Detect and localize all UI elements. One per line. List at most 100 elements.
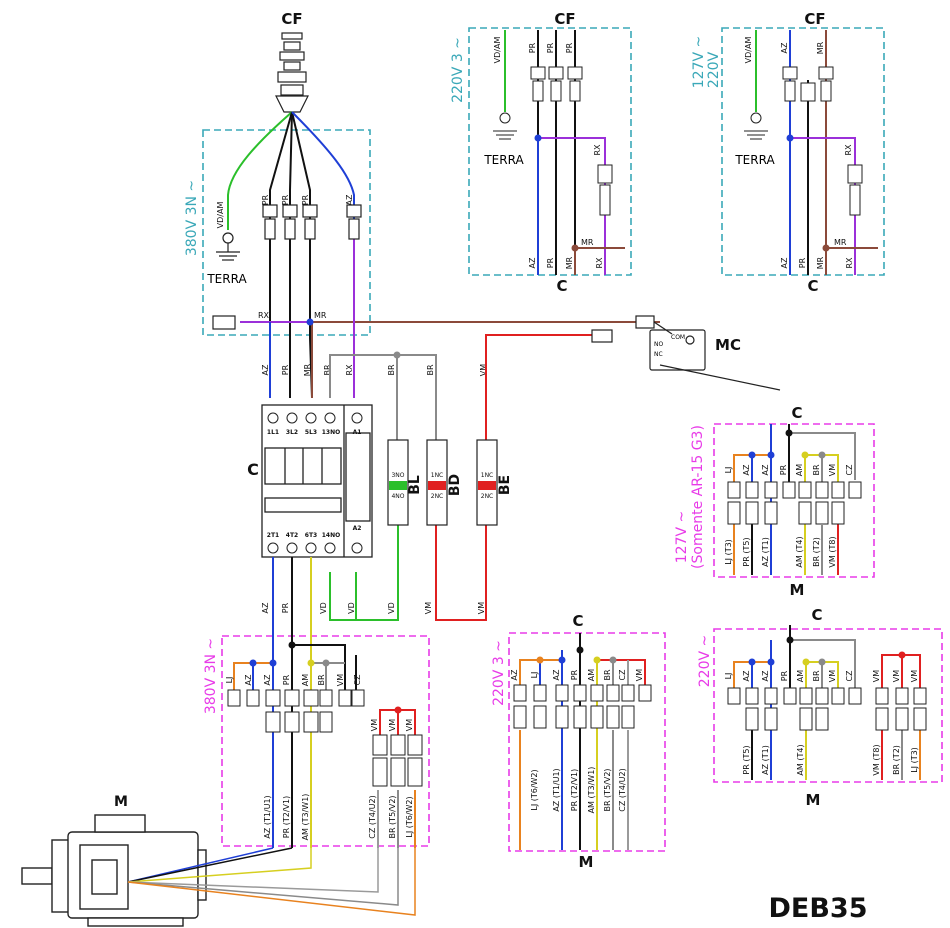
- svg-text:CZ (T4/U2): CZ (T4/U2): [368, 795, 377, 838]
- supply-127v-tags: VD/AM AZ MR RX MR AZ PR MR RX: [744, 37, 854, 270]
- svg-text:PR: PR: [281, 364, 290, 375]
- svg-text:VD/AM: VD/AM: [744, 37, 753, 64]
- supply-380-connectors: [212, 204, 362, 330]
- block-127-connectors: [727, 481, 862, 525]
- svg-text:AM: AM: [587, 669, 596, 681]
- voltage-380v-supply: 380V 3N ~: [184, 180, 200, 256]
- svg-text:1L1: 1L1: [267, 429, 279, 436]
- svg-text:MR: MR: [303, 363, 312, 376]
- box-220v-motor: [713, 628, 943, 783]
- svg-text:BD: BD: [447, 474, 463, 496]
- svg-text:AM (T3/W1): AM (T3/W1): [301, 794, 310, 841]
- svg-text:1NC: 1NC: [481, 472, 494, 479]
- svg-text:NO: NO: [654, 341, 663, 348]
- svg-text:LJ: LJ: [530, 672, 539, 679]
- svg-text:CZ: CZ: [618, 669, 627, 681]
- block-220v-tags: LJ AZ AZ PR AM BR VM CZ VM VM VM PR (T5)…: [724, 670, 919, 776]
- svg-text:AZ: AZ: [263, 674, 272, 685]
- svg-text:A1: A1: [353, 429, 362, 436]
- svg-text:PR: PR: [798, 257, 807, 268]
- svg-text:4T2: 4T2: [286, 532, 298, 539]
- m-label-127v: M: [790, 581, 805, 599]
- svg-text:2NC: 2NC: [431, 493, 444, 500]
- svg-text:PR: PR: [570, 669, 579, 680]
- svg-text:TERRA: TERRA: [734, 153, 775, 167]
- svg-text:PR: PR: [281, 194, 290, 205]
- button-labels: BL BD BE: [407, 474, 513, 496]
- svg-text:AZ (T1): AZ (T1): [761, 537, 770, 567]
- cf-label-127v: CF: [804, 10, 825, 28]
- svg-text:CZ (T4/U2): CZ (T4/U2): [618, 768, 627, 811]
- svg-text:BE: BE: [497, 475, 513, 495]
- svg-text:AM: AM: [796, 670, 805, 682]
- block-380-connectors: [227, 689, 423, 787]
- svg-text:BR: BR: [603, 669, 612, 680]
- cable-gland: [275, 32, 309, 113]
- svg-text:PR: PR: [282, 674, 291, 685]
- svg-text:BR: BR: [323, 364, 332, 375]
- contactor-terminals: [267, 412, 363, 554]
- box-220v3-supply: [468, 27, 632, 276]
- voltage-127v-motor: 127V ~: [674, 511, 690, 563]
- svg-text:VM: VM: [405, 719, 414, 731]
- svg-text:LJ (T6/W2): LJ (T6/W2): [530, 769, 539, 810]
- svg-text:PR: PR: [546, 257, 555, 268]
- svg-text:PR: PR: [301, 194, 310, 205]
- c-label-contactor: C: [247, 460, 259, 479]
- svg-text:MR: MR: [314, 311, 327, 320]
- voltage-220v-supply: 220V: [706, 51, 722, 88]
- svg-text:MR: MR: [581, 238, 594, 247]
- svg-text:VD: VD: [347, 602, 356, 614]
- svg-text:VM: VM: [828, 670, 837, 682]
- block-127-tags: LJ AZ AZ PR AM BR VM CZ LJ (T3) PR (T5) …: [724, 464, 854, 568]
- dashed-boxes: [202, 27, 943, 852]
- svg-text:AZ: AZ: [761, 670, 770, 681]
- svg-text:AZ: AZ: [244, 674, 253, 685]
- c-label-127-220v: C: [807, 277, 818, 295]
- svg-text:A2: A2: [353, 525, 362, 532]
- svg-text:CZ: CZ: [845, 670, 854, 682]
- wire-tags-380: VD/AM PR PR PR AZ RX MR AZ PR MR BR RX B…: [216, 194, 488, 614]
- voltage-220v3-supply: 220V 3 ~: [450, 37, 466, 103]
- block-380-dots: [249, 641, 402, 714]
- supply-380-lower: [269, 230, 355, 398]
- svg-text:AZ: AZ: [780, 42, 789, 53]
- c-label-127v-motor: C: [791, 404, 802, 422]
- svg-text:BR: BR: [812, 670, 821, 681]
- svg-text:MR: MR: [816, 41, 825, 54]
- c-label-220v-motor: C: [811, 606, 822, 624]
- svg-text:6T3: 6T3: [305, 532, 317, 539]
- svg-text:AZ: AZ: [742, 464, 751, 475]
- svg-text:VD: VD: [387, 602, 396, 614]
- voltage-380v-motor: 380V 3N ~: [203, 638, 219, 714]
- svg-text:VM: VM: [828, 464, 837, 476]
- m-label-220v: M: [806, 791, 821, 809]
- svg-text:AZ: AZ: [761, 464, 770, 475]
- svg-text:BR: BR: [426, 364, 435, 375]
- svg-text:PR (T2/V1): PR (T2/V1): [570, 769, 579, 811]
- svg-text:VM: VM: [910, 670, 919, 682]
- svg-text:5L3: 5L3: [305, 429, 317, 436]
- svg-text:2T1: 2T1: [267, 532, 279, 539]
- svg-text:VM: VM: [336, 674, 345, 686]
- svg-text:PR (T5): PR (T5): [742, 745, 751, 774]
- supply-127v-connectors: [744, 66, 863, 216]
- svg-text:13NO: 13NO: [322, 429, 340, 436]
- svg-text:AZ: AZ: [742, 670, 751, 681]
- microswitch-mc: [591, 315, 781, 391]
- svg-text:4NO: 4NO: [391, 493, 404, 500]
- box-127v-motor: [713, 423, 875, 578]
- supply-220v3-tags: VD/AM PR PR PR RX MR AZ PR MR RX: [493, 37, 604, 270]
- voltage-labels: 380V 3N ~ 220V 3 ~ 127V ~ 220V 380V 3N ~…: [184, 36, 722, 714]
- svg-text:AM: AM: [795, 464, 804, 476]
- svg-text:VD/AM: VD/AM: [216, 202, 225, 229]
- svg-text:MR: MR: [565, 256, 574, 269]
- svg-text:LJ: LJ: [724, 673, 733, 680]
- svg-text:VM: VM: [388, 719, 397, 731]
- svg-text:VM: VM: [635, 669, 644, 681]
- buttons: [387, 439, 498, 526]
- box-127-220v-supply: [721, 27, 885, 276]
- c-label-220v3-motor: C: [572, 612, 583, 630]
